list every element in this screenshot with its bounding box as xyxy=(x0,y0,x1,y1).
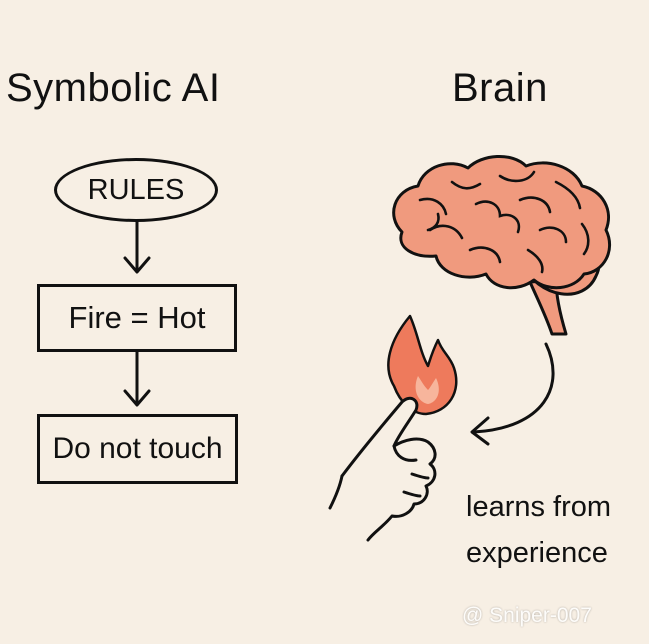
down-arrow-icon xyxy=(123,220,151,274)
down-arrow-icon xyxy=(123,350,151,407)
watermark-text: @ Sniper-007 xyxy=(462,604,592,627)
caption-line-1: learns from xyxy=(466,491,612,523)
learns-from-experience-caption: learns from experience xyxy=(466,484,611,576)
rules-oval: RULES xyxy=(54,158,218,222)
brain-icon xyxy=(392,154,612,336)
fire-hot-label: Fire = Hot xyxy=(68,300,206,335)
do-not-touch-box: Do not touch xyxy=(37,414,238,484)
rules-label: RULES xyxy=(87,173,185,206)
caption-line-2: experience xyxy=(466,537,608,569)
brain-title: Brain xyxy=(452,66,548,110)
symbolic-ai-title: Symbolic AI xyxy=(6,66,221,110)
watermark: @ Sniper-007 xyxy=(462,604,592,628)
do-not-touch-label: Do not touch xyxy=(52,432,223,465)
fire-hot-box: Fire = Hot xyxy=(37,284,237,352)
curved-arrow-icon xyxy=(470,342,555,446)
hand-icon xyxy=(328,396,437,542)
flame-icon xyxy=(387,314,458,416)
